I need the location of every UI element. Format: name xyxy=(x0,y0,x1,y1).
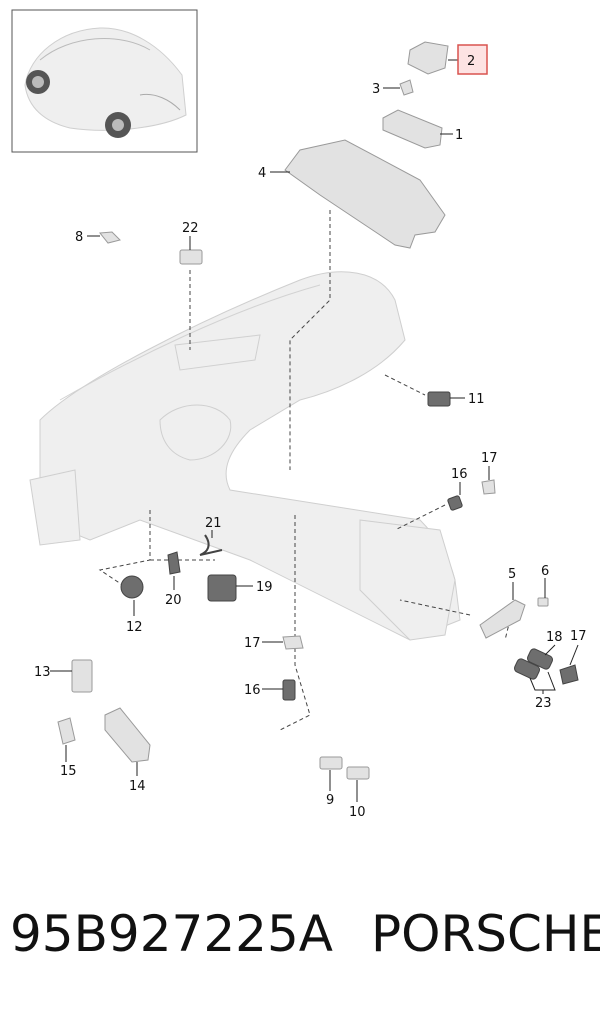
callout-2: 2 xyxy=(467,54,475,69)
callout-6: 6 xyxy=(541,564,549,579)
part-11-shape xyxy=(427,391,451,407)
callout-1: 1 xyxy=(455,128,463,143)
callout-17-upper: 17 xyxy=(481,451,498,466)
part-22-shape xyxy=(179,249,203,265)
callout-12: 12 xyxy=(126,620,143,635)
callout-2-highlight xyxy=(457,44,488,75)
part-15-shape xyxy=(57,717,76,745)
part-6-shape xyxy=(537,597,549,607)
callout-18: 18 xyxy=(546,630,563,645)
callout-8: 8 xyxy=(75,230,83,245)
callout-11: 11 xyxy=(468,392,485,407)
callout-3: 3 xyxy=(372,82,380,97)
part-19-shape xyxy=(207,574,237,602)
callout-17-middle: 17 xyxy=(244,636,261,651)
part-21-shape xyxy=(199,534,223,556)
vehicle-thumbnail xyxy=(11,9,198,153)
part-3-shape xyxy=(399,79,414,96)
callout-17-right: 17 xyxy=(570,629,587,644)
part-2-shape xyxy=(407,41,449,75)
callout-4: 4 xyxy=(258,166,266,181)
part-12-shape xyxy=(120,575,144,599)
callout-13: 13 xyxy=(34,665,51,680)
part-17c-shape xyxy=(559,664,579,685)
callout-23: 23 xyxy=(535,696,552,711)
dashboard-outline xyxy=(29,271,461,641)
part-8-shape xyxy=(99,231,121,244)
part-number: 95B927225A xyxy=(10,905,333,963)
callout-19: 19 xyxy=(256,580,273,595)
leader-lines xyxy=(50,59,579,802)
callout-16-upper: 16 xyxy=(451,467,468,482)
callout-16-lower: 16 xyxy=(244,683,261,698)
callout-20: 20 xyxy=(165,593,182,608)
part-23-shape xyxy=(513,658,541,680)
callout-5: 5 xyxy=(508,567,516,582)
brand-name: PORSCHE xyxy=(371,905,600,963)
part-20-shape xyxy=(167,551,181,575)
callout-22: 22 xyxy=(182,221,199,236)
callout-labels: 1 2 3 4 5 6 8 9 10 11 12 13 14 15 16 16 … xyxy=(34,54,587,820)
part-16a-shape xyxy=(447,495,463,511)
callout-21: 21 xyxy=(205,516,222,531)
part-13-shape xyxy=(71,659,93,693)
part-14-shape xyxy=(104,707,151,763)
part-16b-shape xyxy=(282,679,296,701)
parts xyxy=(57,41,579,780)
part-5-shape xyxy=(479,599,526,639)
part-1-shape xyxy=(382,109,443,149)
callout-10: 10 xyxy=(349,805,366,820)
part-caption: 95B927225A PORSCHE xyxy=(10,905,600,975)
part-17b-shape xyxy=(282,635,304,650)
part-10-shape xyxy=(346,766,370,780)
part-9-shape xyxy=(319,756,343,770)
part-17a-shape xyxy=(481,479,496,495)
callout-15: 15 xyxy=(60,764,77,779)
part-18-shape xyxy=(526,648,554,670)
callout-14: 14 xyxy=(129,779,146,794)
callout-9: 9 xyxy=(326,793,334,808)
part-4-shape xyxy=(284,139,446,249)
